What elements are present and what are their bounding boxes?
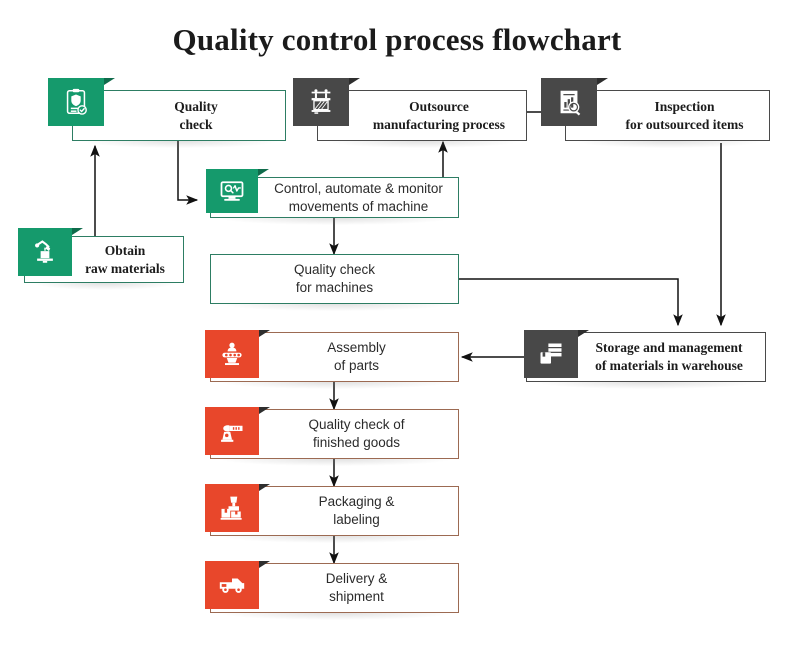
node-delivery-shipment[interactable]: Delivery & shipment xyxy=(205,561,459,620)
node-label: Delivery & shipment xyxy=(325,571,388,604)
node-box xyxy=(317,90,527,141)
node-shadow xyxy=(327,141,519,148)
node-shadow xyxy=(536,382,758,389)
node-shadow xyxy=(220,536,451,543)
node-label: Inspection for outsourced items xyxy=(625,98,744,132)
node-shadow xyxy=(220,218,451,225)
monitor-gear-icon xyxy=(206,169,269,213)
stacked-boxes-icon xyxy=(524,330,589,378)
node-box xyxy=(72,90,286,141)
node-storage-management[interactable]: Storage and management of materials in w… xyxy=(524,330,766,389)
node-obtain-raw-materials[interactable]: Obtain raw materials xyxy=(18,228,184,290)
node-label: Outsource manufacturing process xyxy=(372,98,506,132)
node-control-automate-monitor[interactable]: Control, automate & monitor movements of… xyxy=(206,169,459,225)
node-shadow xyxy=(220,459,451,466)
report-magnifier-icon xyxy=(541,78,608,126)
factory-machine-icon xyxy=(293,78,360,126)
node-label: Control, automate & monitor movements of… xyxy=(274,180,443,214)
node-label: Storage and management of materials in w… xyxy=(595,340,743,373)
node-label: Obtain raw materials xyxy=(85,242,165,276)
node-shadow xyxy=(220,304,451,311)
node-quality-check-finished[interactable]: Quality check of finished goods xyxy=(205,407,459,466)
node-box xyxy=(565,90,770,141)
node-label: Quality check xyxy=(174,98,218,132)
node-box xyxy=(210,254,459,304)
node-shadow xyxy=(220,613,451,620)
edge-quality-check-to-control xyxy=(177,141,199,205)
node-label: Packaging & labeling xyxy=(318,494,395,527)
package-label-icon xyxy=(205,484,270,532)
node-outsource-manufacturing[interactable]: Outsource manufacturing process xyxy=(293,78,527,148)
node-inspection-outsourced[interactable]: Inspection for outsourced items xyxy=(541,78,770,148)
node-quality-check-machines[interactable]: Quality check for machines xyxy=(210,254,459,311)
node-shadow xyxy=(575,141,762,148)
node-shadow xyxy=(34,283,176,290)
edge-qc-machines-to-storage xyxy=(459,278,683,327)
node-assembly-of-parts[interactable]: Assembly of parts xyxy=(205,330,459,389)
scanner-tool-icon xyxy=(205,407,270,455)
node-label: Assembly of parts xyxy=(327,340,386,373)
node-packaging-labeling[interactable]: Packaging & labeling xyxy=(205,484,459,543)
node-label: Quality check of finished goods xyxy=(308,417,405,450)
conveyor-assembly-icon xyxy=(205,330,270,378)
page-title: Quality control process flowchart xyxy=(172,22,622,57)
node-shadow xyxy=(82,141,278,148)
node-shadow xyxy=(220,382,451,389)
node-label: Quality check for machines xyxy=(293,262,376,295)
delivery-truck-icon xyxy=(205,561,270,609)
node-quality-check[interactable]: Quality check xyxy=(48,78,286,148)
clipboard-shield-check-icon xyxy=(48,78,115,126)
robot-arm-icon xyxy=(18,228,83,276)
